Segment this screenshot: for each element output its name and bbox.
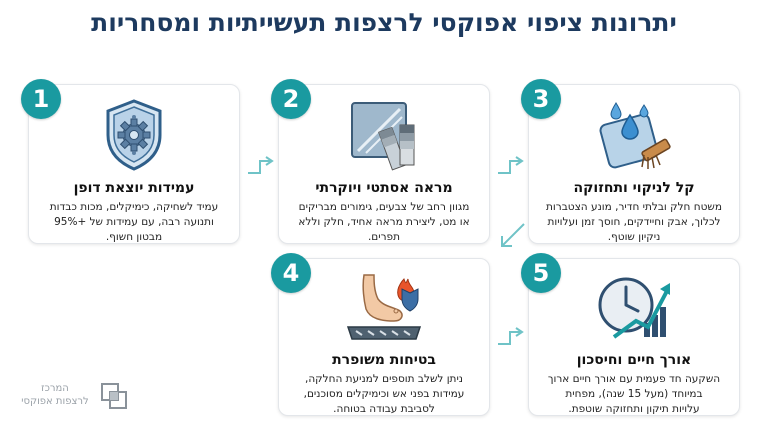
desc-line: ניתן לשלב תוספים למניעת החלקה,: [304, 373, 464, 385]
desc-line: ניקיון שוטף.: [607, 231, 661, 243]
desc-line: לכלוך, אבק וחיידקים, חוסך זמן ועלויות: [547, 216, 721, 228]
desc-line: עמידות בפני אש וכימיקלים מסוכנים,: [303, 388, 465, 400]
logo-squares-icon: [101, 383, 127, 409]
step-number-badge: 5: [521, 253, 561, 293]
benefit-card-safety: 4 בטיחות משופרת ניתן לשלב תוספים למניעת …: [271, 253, 490, 417]
color-swatch-icon: [351, 102, 415, 171]
benefit-card-longevity: 5 אורך חיים וחיסכון השקעה חד פעמית עם או…: [521, 253, 740, 417]
shield-gear-icon: [106, 99, 162, 171]
page-title: יתרונות ציפוי אפוקסי לרצפות תעשייתיות ומ…: [91, 8, 677, 37]
desc-line: עמיד לשחיקה, כימיקלים, מכות כבדות: [49, 201, 219, 213]
desc-line: עלויות תיקון ותחזוקה שוטפת.: [568, 403, 700, 415]
card-description: מגוון רחב של צבעים, גימורים מבריקים או מ…: [285, 200, 483, 245]
card-description: עמיד לשחיקה, כימיקלים, מכות כבדות ותנועה…: [35, 200, 233, 245]
step-number-badge: 3: [521, 79, 561, 119]
logo-line: המרכז: [41, 383, 69, 394]
card-description: ניתן לשלב תוספים למניעת החלקה, עמידות בפ…: [285, 372, 483, 417]
card-description: משטח חלק ובלתי חדיר, מונע הצטברות לכלוך,…: [535, 200, 733, 245]
card-title: קל לניקוי ותחזוקה: [573, 180, 695, 196]
card-title: אורך חיים וחיסכון: [576, 352, 692, 368]
desc-line: ותנועה רבה, עם עמידות של +95%: [54, 216, 214, 228]
desc-line: מבטון חשוף.: [105, 231, 163, 243]
arrow-right-icon: [248, 156, 274, 174]
benefit-card-durability: 1 עמידות יוצאת דופן עמיד לשחיקה, כימיקלי…: [21, 79, 240, 245]
cleaning-sponge-icon: [599, 102, 671, 169]
desc-line: תפרים.: [367, 231, 401, 243]
clock-growth-icon: [598, 277, 670, 339]
logo-text: המרכז לרצפות אפוקסי: [14, 382, 96, 408]
desc-line: במיוחד (מעל 15 שנה), מפחית: [565, 388, 703, 400]
step-number-badge: 1: [21, 79, 61, 119]
benefit-card-aesthetics: 2 מראה אסתטי ויוקרתי מגוון רחב של צבעים,…: [271, 79, 490, 245]
desc-line: משטח חלק ובלתי חדיר, מונע הצטברות: [546, 201, 722, 213]
anti-slip-foot-icon: [346, 274, 422, 340]
desc-line: השקעה חד פעמית עם אורך חיים ארוך: [547, 373, 721, 385]
benefit-card-cleaning: 3 קל לניקוי ותחזוקה משטח חלק ובלתי חדיר,…: [521, 79, 740, 245]
desc-line: מגוון רחב של צבעים, גימורים מבריקים: [298, 201, 470, 213]
logo-line: לרצפות אפוקסי: [21, 396, 89, 407]
desc-line: לסביבת עבודה בטוחה.: [333, 403, 435, 415]
card-description: השקעה חד פעמית עם אורך חיים ארוך במיוחד …: [535, 372, 733, 417]
arrow-right-icon: [498, 156, 524, 174]
card-title: בטיחות משופרת: [332, 352, 436, 368]
card-title: עמידות יוצאת דופן: [73, 180, 195, 196]
arrow-right-icon: [498, 327, 524, 345]
step-number-badge: 2: [271, 79, 311, 119]
step-number-badge: 4: [271, 253, 311, 293]
desc-line: או מט, ליצירת מראה אחיד, חלק וללא: [298, 216, 470, 228]
card-title: מראה אסתטי ויוקרתי: [315, 180, 453, 196]
arrow-down-left-icon: [501, 223, 525, 247]
